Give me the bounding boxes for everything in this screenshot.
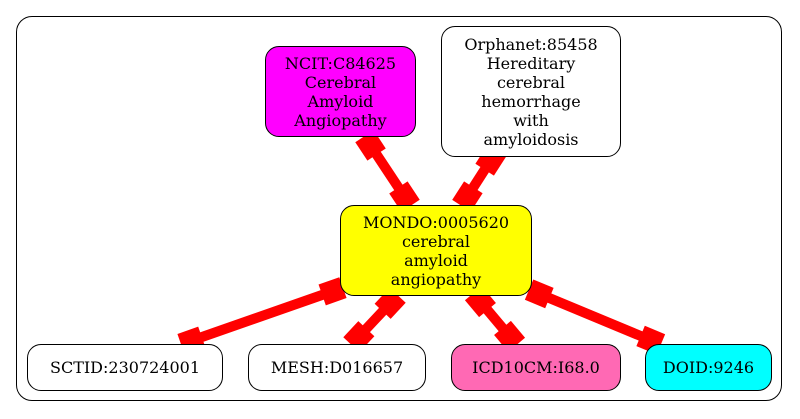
node-orphanet-line-1: Orphanet:85458 xyxy=(464,34,598,54)
node-orphanet-line-4: hemorrhage xyxy=(481,91,581,111)
node-doid[interactable]: DOID:9246 xyxy=(645,344,772,391)
node-orphanet-line-3: cerebral xyxy=(496,72,566,92)
node-mesh[interactable]: MESH:D016657 xyxy=(248,344,426,391)
edge-mondo-doid-start-marker xyxy=(524,279,554,309)
node-ncit-line-3: Amyloid xyxy=(307,91,374,111)
node-orphanet-line-5: with xyxy=(513,110,549,130)
node-ncit[interactable]: NCIT:C84625 Cerebral Amyloid Angiopathy xyxy=(265,46,416,137)
node-mondo-line-2: cerebral xyxy=(401,231,471,251)
edge-mondo-doid xyxy=(528,285,662,349)
edge-mondo-sctid-start-marker xyxy=(318,277,347,306)
node-mesh-label: MESH:D016657 xyxy=(270,358,404,377)
node-mondo-line-1: MONDO:0005620 xyxy=(362,212,510,232)
node-ncit-line-2: Cerebral xyxy=(304,72,377,92)
node-mondo-line-4: angiopathy xyxy=(390,269,482,289)
node-ncit-line-1: NCIT:C84625 xyxy=(284,53,397,73)
node-orphanet-line-6: amyloidosis xyxy=(483,129,579,149)
edge-mondo-ncit-start-marker xyxy=(389,181,420,212)
node-icd10cm[interactable]: ICD10CM:I68.0 xyxy=(451,344,621,391)
node-orphanet[interactable]: Orphanet:85458 Hereditary cerebral hemor… xyxy=(441,26,621,157)
node-mondo[interactable]: MONDO:0005620 cerebral amyloid angiopath… xyxy=(340,205,532,296)
node-orphanet-line-2: Hereditary xyxy=(486,53,576,73)
node-doid-label: DOID:9246 xyxy=(662,358,755,377)
node-sctid-label: SCTID:230724001 xyxy=(49,358,201,377)
node-icd10cm-label: ICD10CM:I68.0 xyxy=(472,358,600,377)
edge-mondo-sctid xyxy=(180,283,344,349)
node-sctid[interactable]: SCTID:230724001 xyxy=(27,344,223,391)
node-ncit-line-4: Angiopathy xyxy=(294,110,387,130)
edge-mondo-orphanet-start-marker xyxy=(452,181,483,212)
node-mondo-line-3: amyloid xyxy=(404,250,468,270)
edge-mondo-ncit-end-marker xyxy=(355,130,386,161)
